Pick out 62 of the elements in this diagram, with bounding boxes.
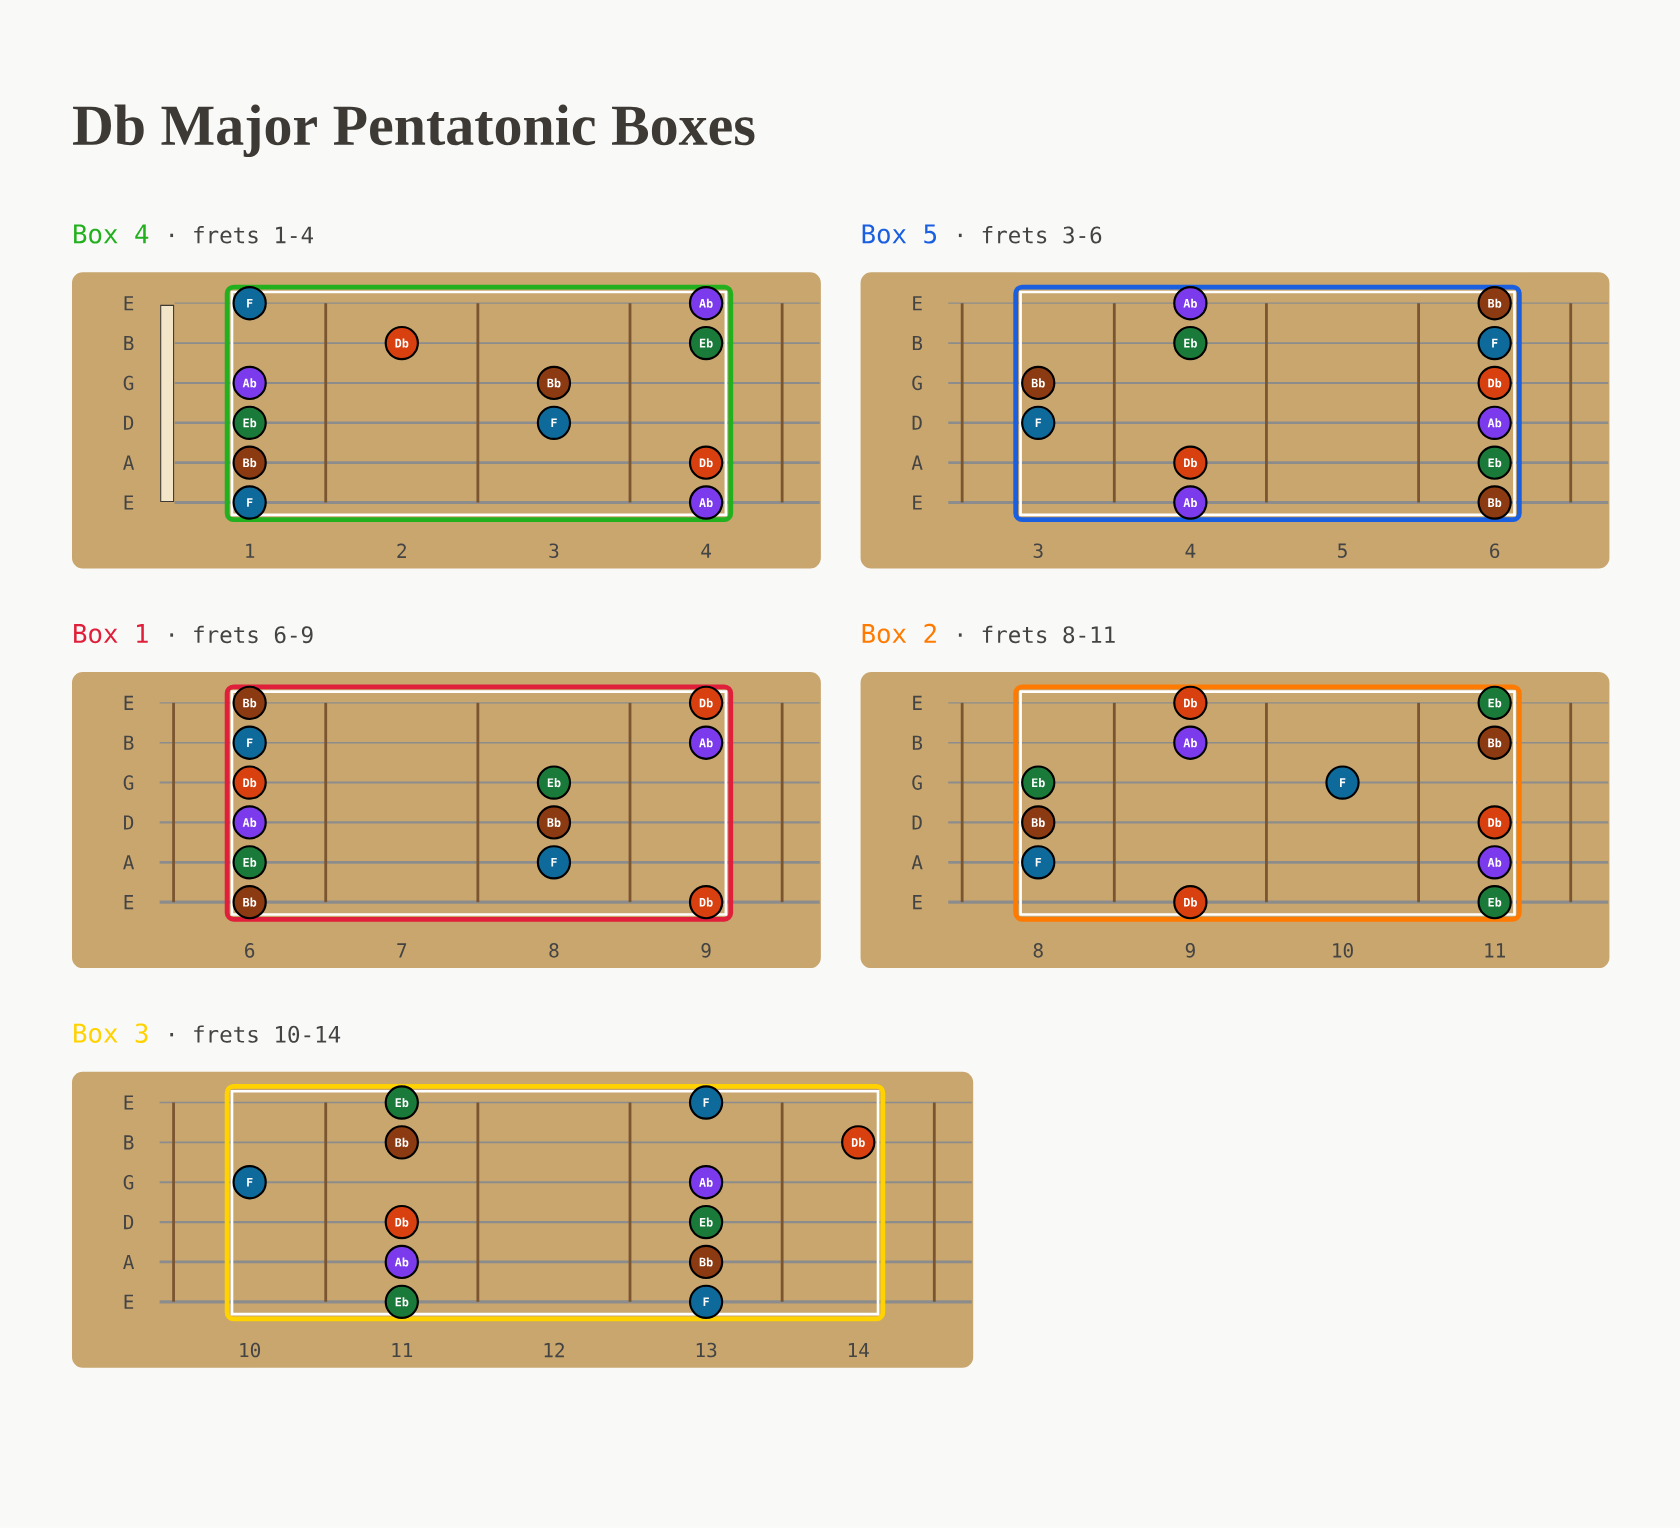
string-label: E [913,495,922,510]
fret-number: 9 [1185,943,1195,958]
string-label: G [123,375,134,391]
fret-number: 3 [1033,543,1043,559]
box-title: Box 4 [74,224,149,244]
fret-number: 3 [549,543,559,559]
string-label: E [913,695,922,710]
fret-number: 11 [1485,943,1505,958]
string-label: B [912,336,923,351]
string-label: E [913,296,922,311]
string-label: B [124,336,134,351]
fret-range: · frets 10-14 [170,1025,341,1043]
string-label: E [124,1294,134,1309]
string-label: D [124,815,134,830]
fret-number: 10 [1333,943,1353,958]
fret-number: 13 [696,1342,717,1358]
fret-number: 9 [701,943,711,958]
fret-range: · frets 8-11 [958,625,1115,644]
string-label: D [124,415,134,430]
fret-number: 4 [1185,543,1196,558]
box-title: Box 3 [74,1023,148,1043]
string-label: B [124,735,134,750]
string-label: D [912,415,922,430]
string-label: A [911,855,923,870]
fret-number: 8 [549,943,559,958]
fret-number: 10 [240,1342,261,1358]
string-label: A [911,455,923,470]
string-label: B [912,735,923,750]
fret-number: 1 [246,543,255,558]
fret-range: · frets 6-9 [170,625,313,644]
string-label: G [912,775,922,790]
fret-number: 2 [397,543,406,558]
box-title: Box 2 [862,623,936,644]
string-label: A [123,855,135,870]
fret-number: 6 [1490,543,1500,559]
string-label: G [912,375,922,391]
string-label: A [123,1254,135,1270]
fret-number: 14 [848,1343,869,1358]
string-label: E [124,296,134,311]
fret-number: 6 [245,943,255,958]
string-label: B [124,1135,134,1150]
fret-number: 8 [1033,943,1043,958]
title: Db Major Pentatonic Boxes [73,104,755,158]
string-label: E [124,895,134,910]
fret-number: 11 [392,1343,413,1358]
fret-range: · frets 1-4 [170,226,313,244]
fret-number: 12 [544,1342,564,1358]
fret-range: · frets 3-6 [958,226,1102,244]
fret-number: 5 [1338,543,1347,558]
string-label: G [123,775,134,790]
string-label: E [124,695,134,710]
string-label: G [123,1175,134,1190]
box-title: Box 5 [862,224,936,244]
fret-number: 4 [701,543,711,558]
string-label: E [124,495,134,510]
string-label: D [124,1215,134,1230]
string-label: E [124,1095,134,1110]
box-title: Box 1 [74,624,148,644]
string-label: E [913,895,922,910]
string-label: D [912,815,922,830]
string-label: A [123,455,135,470]
fret-number: 7 [397,943,407,958]
